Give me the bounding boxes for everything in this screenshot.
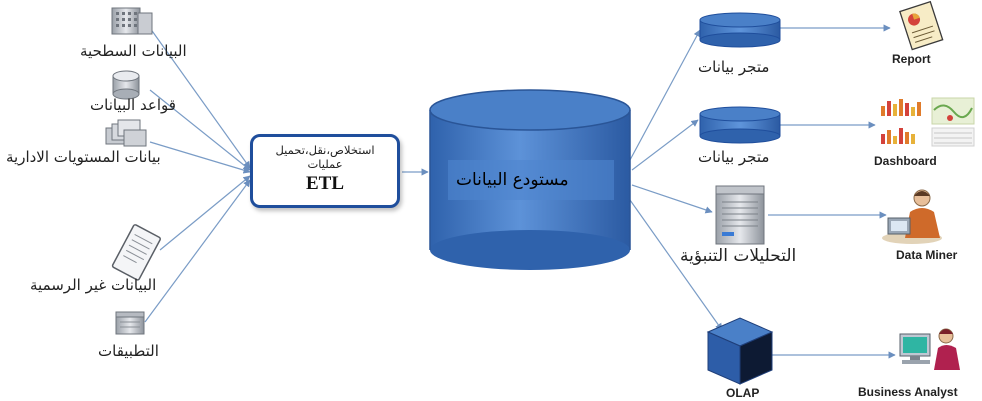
output-arrows [768, 24, 896, 359]
data-mart-cylinder-1 [699, 12, 781, 48]
arrow-source-3 [149, 141, 251, 174]
database-icon [112, 70, 140, 100]
olap-cube-icon [706, 317, 774, 385]
source-label-databases: قواعد البيانات [90, 96, 176, 114]
source-arrows [144, 27, 251, 323]
arrow-source-1 [149, 27, 251, 169]
dashboard-label: Dashboard [874, 154, 937, 168]
arrow-to-analytics [631, 184, 713, 214]
arrow-to-mart-2 [631, 119, 699, 171]
arrow-to-mart-1 [629, 29, 701, 161]
arrow-source-2 [149, 89, 251, 171]
arrow-source-4 [159, 175, 251, 251]
source-label-flat-data: البيانات السطحية [80, 42, 187, 60]
data-mart-cylinder-2 [699, 106, 781, 144]
data-warehouse-cylinder [429, 89, 631, 270]
dashboard-icon [878, 97, 975, 147]
source-label-applications: التطبيقات [98, 342, 159, 360]
data-miner-label: Data Miner [896, 248, 958, 262]
files-icon [105, 119, 147, 147]
etl-label: ETL [305, 173, 345, 194]
server-icon [715, 185, 765, 245]
report-label: Report [892, 52, 931, 66]
source-label-management-levels: بيانات المستويات الادارية [6, 148, 161, 166]
report-icon [899, 0, 944, 51]
building-icon [111, 7, 153, 35]
data-mart-label-2: متجر بيانات [698, 148, 770, 166]
document-icon [111, 224, 161, 281]
arrow-source-5 [144, 179, 251, 323]
data-warehouse-label: مستودع البيانات [456, 170, 569, 190]
data-mart-label-1: متجر بيانات [698, 58, 770, 76]
computer-user-icon [899, 328, 960, 370]
warehouse-arrows [629, 29, 723, 331]
etl-description: استخلاص،نقل،تحميل عمليات [275, 143, 375, 171]
application-icon [115, 311, 145, 335]
source-label-informal-data: البيانات غير الرسمية [30, 276, 157, 294]
etl-box: استخلاص،نقل،تحميل عمليات ETL [250, 134, 400, 208]
predictive-analytics-label: التحليلات التنبؤية [680, 246, 797, 266]
business-analyst-label: Business Analyst [858, 385, 958, 399]
olap-label: OLAP [726, 386, 760, 400]
person-icon [882, 189, 942, 244]
arrow-to-olap [629, 199, 723, 331]
